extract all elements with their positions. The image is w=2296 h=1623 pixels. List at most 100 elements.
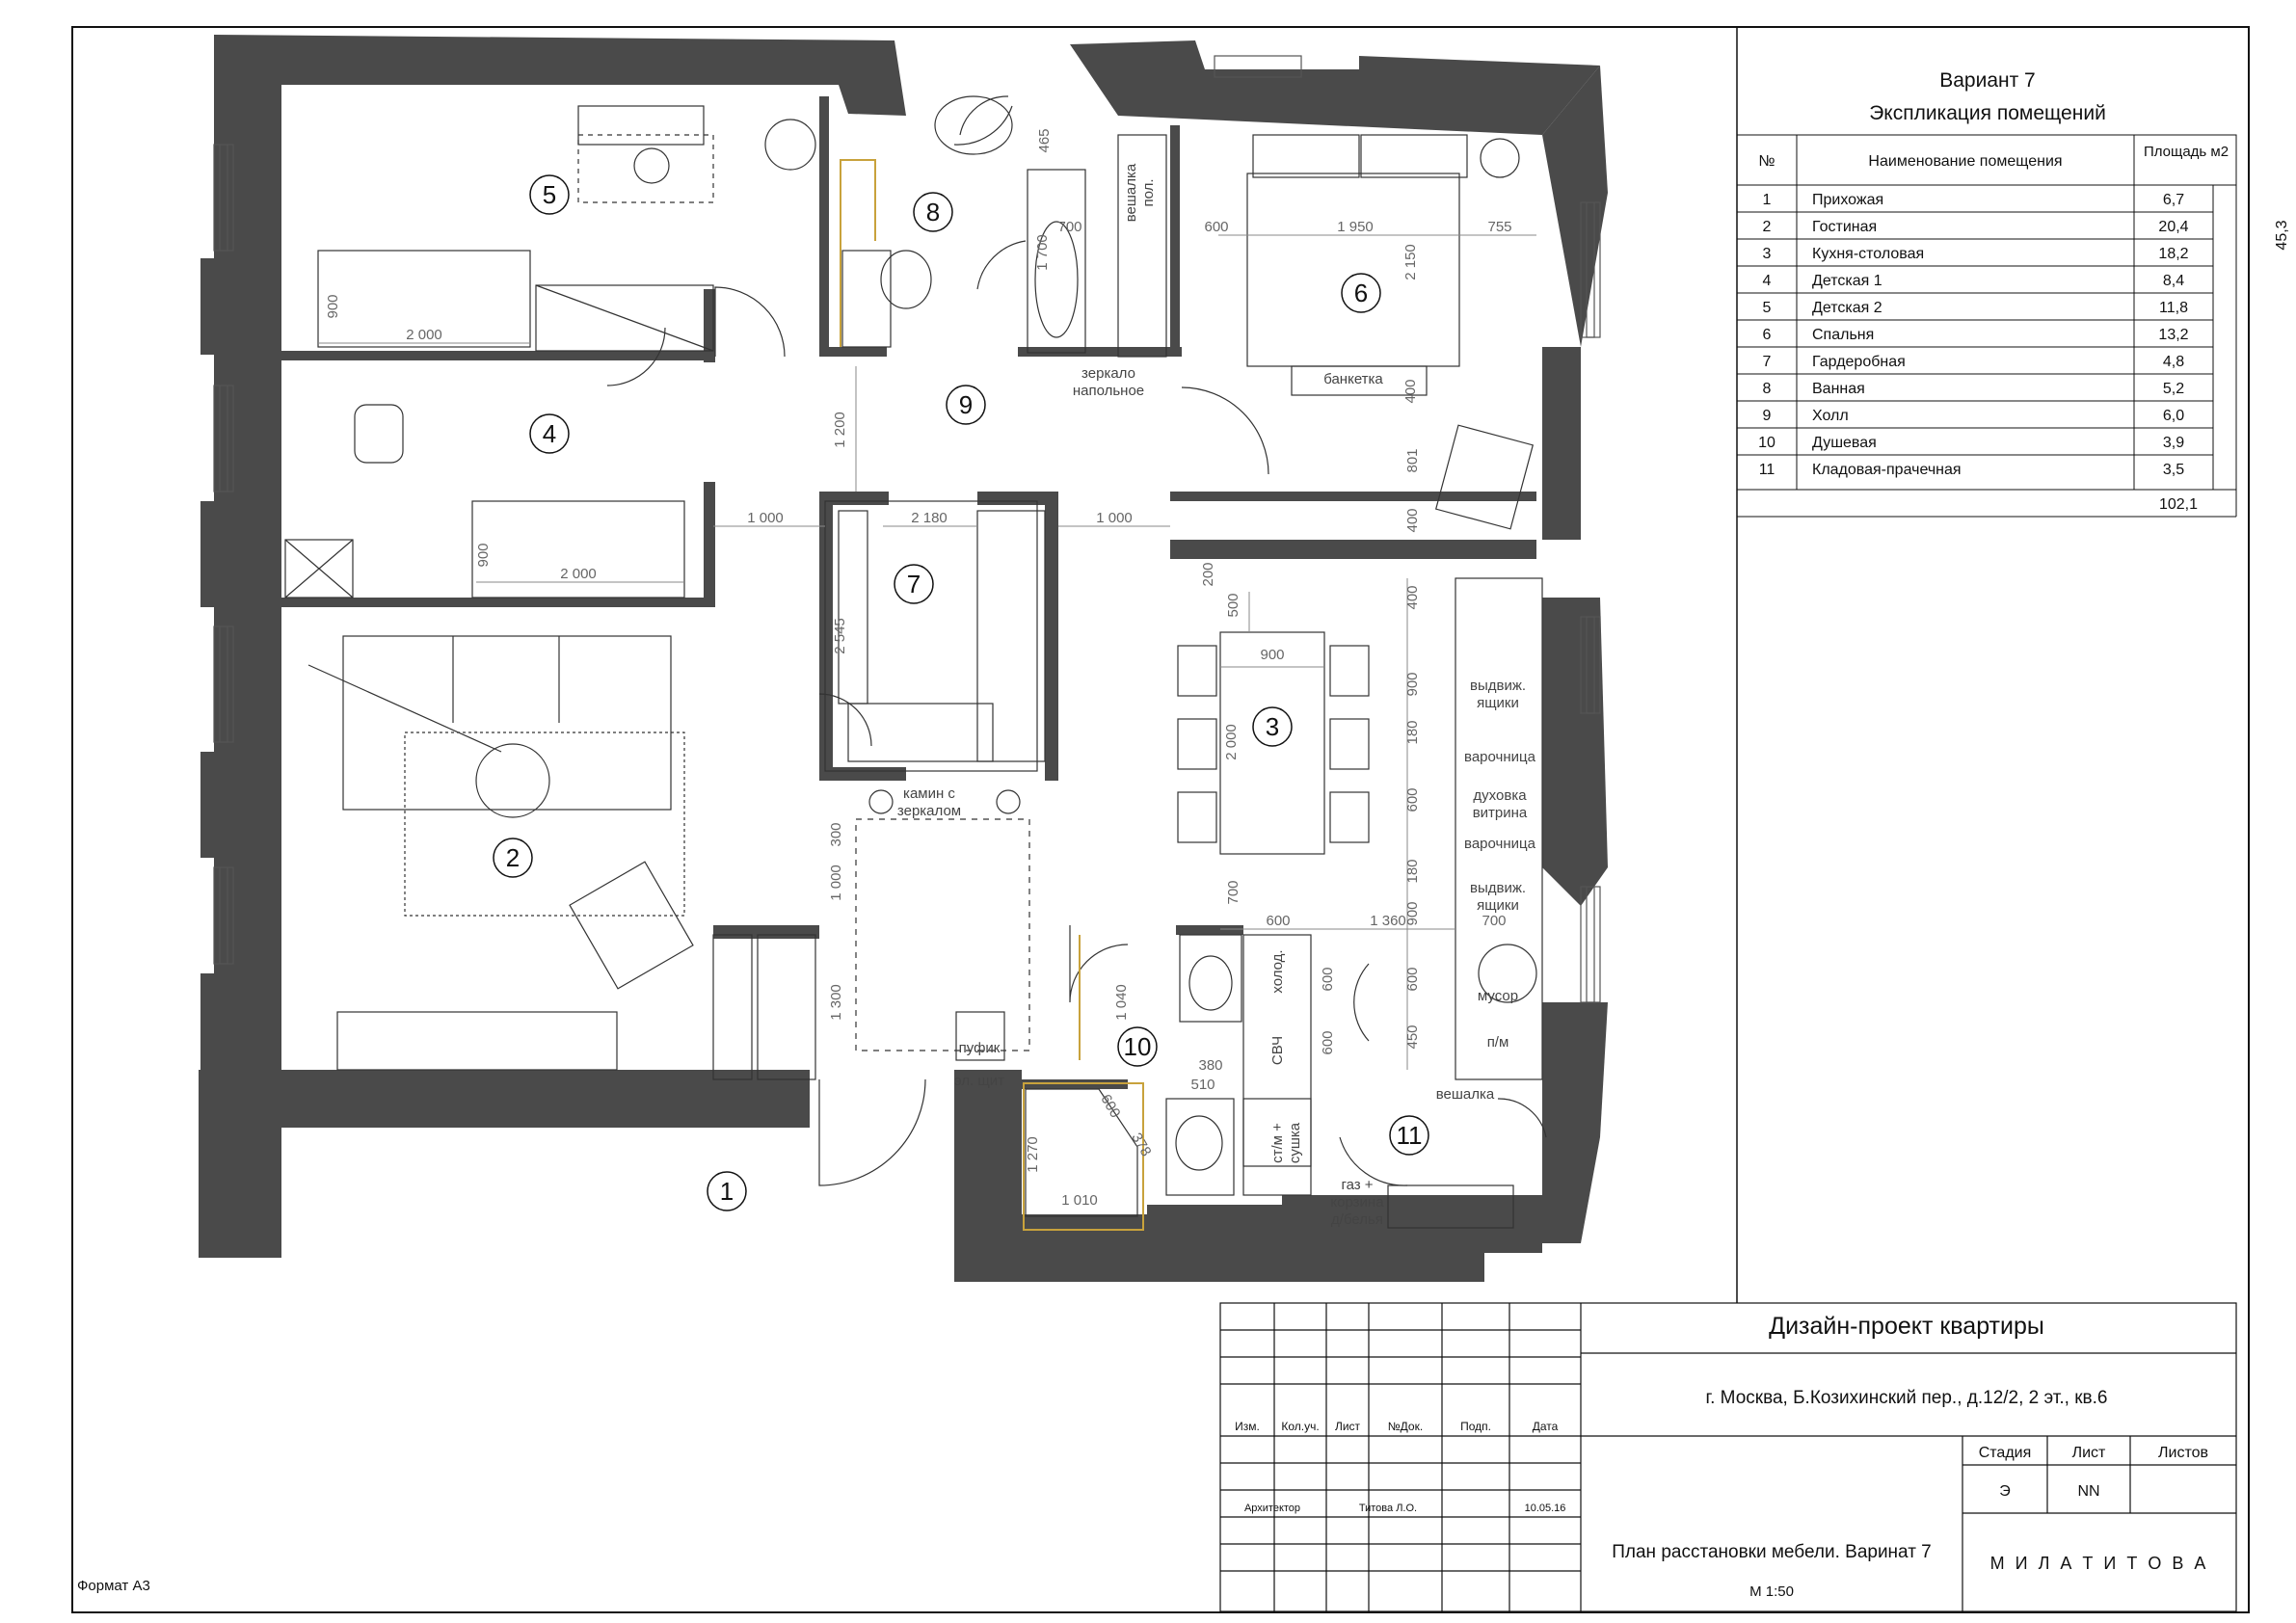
explication-head-no: № [1758,153,1775,170]
note-gas: корзина [1330,1194,1384,1211]
dim-label: 600 [1404,787,1421,812]
room-marker-1 [707,1171,747,1211]
explication-no: 2 [1763,219,1772,235]
project-address: г. Москва, Б.Козихинский пер., д.12/2, 2… [1706,1388,2108,1408]
furniture [284,95,1543,1229]
title-block: Дизайн-проект квартиры г. Москва, Б.Кози… [1219,1302,2237,1612]
dim-label: 600 [1320,967,1336,991]
explication-area: 6,0 [2163,408,2184,424]
dim-label: 600 [1404,967,1421,991]
dim-label: 2 000 [406,327,442,343]
dim-label: 755 [1487,219,1511,235]
col-doc: №Док. [1388,1420,1423,1433]
note-gas: д/белья [1331,1211,1383,1228]
walls [199,35,1608,1282]
room-number-2: 2 [506,843,520,872]
note-showcase: витрина [1473,805,1528,821]
author-signature: М И Л А Т И Т О В А [1990,1554,2209,1573]
explication-no: 1 [1763,192,1772,208]
dim-label: 1 360 [1370,913,1406,929]
room-number-9: 9 [959,390,973,419]
stage-label: Стадия [1979,1445,2032,1461]
dim-label: 2 000 [560,566,597,582]
col-list: Лист [1335,1420,1361,1433]
dim-label: 510 [1190,1077,1215,1093]
dim-label: 2 150 [1402,244,1419,280]
room-marker-4 [529,413,570,454]
note-gas: газ + [1341,1177,1373,1193]
explication-no: 8 [1763,381,1772,397]
explication-no: 3 [1763,246,1772,262]
explication-area: 6,7 [2163,192,2184,208]
note-oven: духовка [1473,787,1527,804]
explication-no: 5 [1763,300,1772,316]
dim-label: 900 [325,294,341,318]
note-el-shield: эл. щит [954,1073,1004,1089]
dim-label: 1 200 [832,412,848,448]
note-washer: ст/м + [1269,1123,1286,1163]
dim-label: 400 [1402,379,1419,403]
dim-label: 1 270 [1025,1136,1041,1173]
explication-name: Гостиная [1812,219,1877,235]
note-wardrobe: пол. [1140,178,1157,206]
explication-head-area: Площадь м2 [2144,144,2229,160]
note-mirror-floor: напольное [1073,383,1144,399]
dim-label: 180 [1404,859,1421,883]
dim-label: 465 [1036,128,1053,152]
note-drawers: выдвиж. [1470,678,1526,694]
explication-name: Детская 1 [1812,273,1882,289]
room-number-11: 11 [1397,1121,1423,1150]
room-marker-7 [894,564,934,604]
room-number-4: 4 [543,419,556,448]
note-microwave: СВЧ [1269,1036,1286,1065]
room-number-5: 5 [543,180,556,209]
col-data: Дата [1533,1420,1559,1433]
note-pufik: пуфик [959,1040,1001,1056]
dim-label: 400 [1404,585,1421,609]
dim-label: 900 [1404,672,1421,696]
explication-name: Ванная [1812,381,1865,397]
explication-area: 13,2 [2158,327,2188,343]
dim-label: 1 000 [1096,510,1133,526]
dim-label: 200 [1200,562,1216,586]
plan-notes: зеркало напольное банкетка камин с зерка… [897,163,1536,1228]
explication-name: Гардеробная [1812,354,1906,370]
room-number-6: 6 [1354,279,1368,307]
note-banketka: банкетка [1323,371,1383,387]
sheet-frame [71,26,2250,1613]
note-hanger: вешалка [1436,1086,1495,1103]
explication-no: 9 [1763,408,1772,424]
room-marker-8 [913,192,953,232]
room-number-7: 7 [907,570,921,599]
tile-outlines [840,159,1144,1231]
windows [213,55,1601,1003]
dim-label: 1 040 [1113,984,1130,1021]
explication-area: 3,5 [2163,462,2184,478]
project-title: Дизайн-проект квартиры [1769,1313,2044,1340]
dim-label: 1 000 [747,510,784,526]
sheets-label: Листов [2158,1445,2208,1461]
explication-area: 8,4 [2163,273,2184,289]
architect-name: Титова Л.О. [1359,1503,1417,1514]
dim-label: 900 [1260,647,1284,663]
explication-no: 7 [1763,354,1772,370]
explication-title: Экспликация помещений [1869,102,2106,124]
note-dishwasher: п/м [1487,1034,1509,1051]
explication-area: 20,4 [2158,219,2188,235]
dim-label: 300 [828,822,844,846]
dim-label: 180 [1404,720,1421,744]
dim-label: 1 000 [828,865,844,901]
note-hob: варочница [1464,749,1536,765]
note-hob: варочница [1464,836,1536,852]
explication-name: Детская 2 [1812,300,1882,316]
dim-label: 600 [1097,1092,1123,1121]
drawing-scale: М 1:50 [1749,1583,1794,1600]
dim-label: 700 [1482,913,1506,929]
architect-date: 10.05.16 [1525,1503,1566,1514]
dim-label: 400 [1404,508,1421,532]
stage-value: Э [1999,1483,2011,1500]
col-podp: Подп. [1460,1420,1491,1433]
note-fireplace: камин с [903,785,955,802]
